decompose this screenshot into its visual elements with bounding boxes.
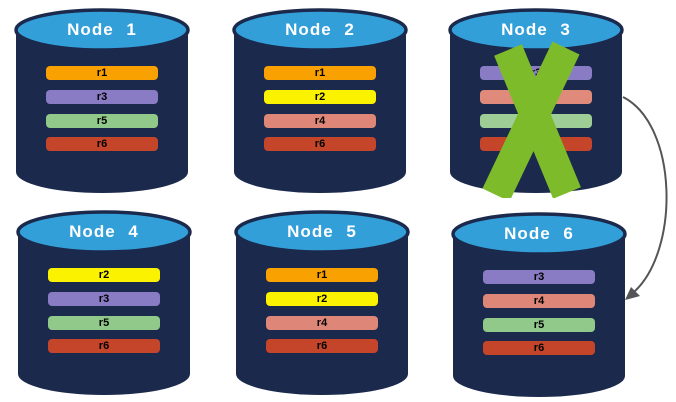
replica-bar: r6 [483, 341, 595, 355]
replica-bar: r6 [48, 339, 160, 353]
replica-bar: r5 [48, 316, 160, 330]
database-cylinder-icon [14, 8, 190, 193]
replica-bar: r1 [266, 268, 378, 282]
node-title: Node 4 [69, 222, 139, 241]
node-title: Node 1 [67, 20, 137, 39]
replica-bar: r2 [266, 292, 378, 306]
replica-bar: r5 [483, 318, 595, 332]
replica-bar: r1 [264, 66, 376, 80]
replica-bar: r4 [483, 294, 595, 308]
node-title: Node 6 [504, 224, 574, 243]
replica-bar: r3 [483, 270, 595, 284]
node-title: Node 5 [287, 222, 357, 241]
replica-bar: r3 [480, 66, 592, 80]
node-5: Node 5 r1 r2 r4 r6 [232, 210, 412, 400]
database-cylinder-icon [232, 8, 408, 193]
node-6: Node 6 r3 r4 r5 r6 [449, 212, 629, 402]
replica-bar: r5 [480, 114, 592, 128]
node-1: Node 1 r1 r3 r5 r6 [12, 8, 192, 198]
replica-bar: r5 [46, 114, 158, 128]
replica-bar: r3 [48, 292, 160, 306]
replica-bar: r6 [264, 137, 376, 151]
replica-bar: r4 [266, 316, 378, 330]
node-3: Node 3 r3 r4 r5 r6 [446, 8, 626, 198]
replica-bar: r1 [46, 66, 158, 80]
node-title: Node 2 [285, 20, 355, 39]
replica-bar: r6 [46, 137, 158, 151]
node-title: Node 3 [501, 20, 571, 39]
node-2: Node 2 r1 r2 r4 r6 [230, 8, 410, 198]
replica-bar: r2 [48, 268, 160, 282]
node-4: Node 4 r2 r3 r5 r6 [14, 210, 194, 400]
replica-bar: r3 [46, 90, 158, 104]
replica-bar: r4 [264, 114, 376, 128]
replica-bar: r4 [480, 90, 592, 104]
replica-bar: r6 [480, 137, 592, 151]
replica-bar: r2 [264, 90, 376, 104]
replica-bar: r6 [266, 339, 378, 353]
